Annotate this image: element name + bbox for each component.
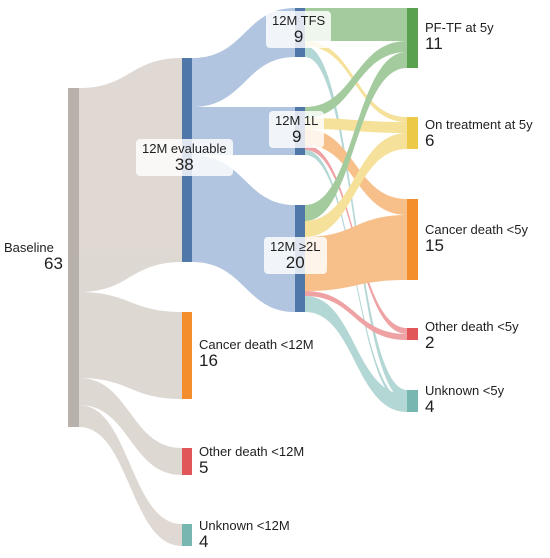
node-label-pftf-5y: PF-TF at 5y 11	[425, 21, 494, 52]
node-bar-on-treatment-5y	[407, 117, 418, 149]
node-value: 2	[425, 332, 435, 352]
node-name: Other death <12M	[199, 444, 305, 459]
link-1l-on-treatment	[305, 118, 407, 133]
node-label-on-treatment-5y: On treatment at 5y 6	[425, 118, 533, 149]
node-value: 63	[44, 253, 63, 273]
node-label-cancer-death-12m: Cancer death <12M 16	[199, 338, 314, 369]
node-value: 4	[199, 531, 209, 551]
node-name: 12M evaluable	[142, 141, 227, 156]
node-name: 12M ≥2L	[270, 239, 321, 254]
baseline-links	[79, 58, 182, 546]
node-value: 9	[291, 126, 302, 146]
node-label-tfs: 12M TFS 9	[266, 11, 332, 49]
link-evaluable-2l	[192, 155, 295, 312]
node-bar-other-death-12m	[182, 448, 192, 475]
node-name: Cancer death <12M	[199, 337, 314, 352]
node-bar-unknown-12m	[182, 524, 192, 546]
link-2l-other-death	[305, 291, 407, 340]
link-1l-cancer-death	[305, 129, 407, 215]
node-bar-pftf-5y	[407, 8, 418, 68]
node-bar-unknown-5y	[407, 390, 418, 412]
node-name: Other death <5y	[425, 319, 519, 334]
node-bar-cancer-death-12m	[182, 312, 192, 399]
node-value: 6	[425, 130, 435, 150]
node-label-other-death-5y: Other death <5y 2	[425, 320, 519, 351]
node-value: 16	[199, 350, 218, 370]
node-value: 15	[425, 235, 444, 255]
node-bar-other-death-5y	[407, 328, 418, 340]
node-value: 38	[174, 154, 194, 174]
link-2l-cancer-death	[305, 215, 407, 291]
node-value: 4	[425, 396, 435, 416]
node-label-baseline: Baseline 63	[4, 241, 63, 272]
node-value: 11	[425, 33, 443, 53]
node-name: On treatment at 5y	[425, 117, 533, 132]
node-name: Unknown <12M	[199, 518, 290, 533]
link-tfs-unknown	[305, 46, 407, 401]
link-2l-unknown	[305, 296, 407, 412]
node-bar-cancer-death-5y	[407, 199, 418, 280]
node-label-evaluable: 12M evaluable 38	[136, 139, 233, 177]
node-label-2l: 12M ≥2L 20	[264, 237, 327, 275]
node-name: PF-TF at 5y	[425, 20, 494, 35]
node-label-unknown-5y: Unknown <5y 4	[425, 384, 504, 415]
node-name: Baseline	[4, 240, 54, 255]
node-value: 5	[199, 457, 209, 477]
node-label-other-death-12m: Other death <12M 5	[199, 445, 304, 476]
link-baseline-cancer-death-12m	[79, 292, 182, 399]
node-name: Unknown <5y	[425, 383, 505, 398]
link-baseline-unknown-12m	[79, 405, 182, 546]
node-value: 9	[293, 26, 304, 46]
outcome-links	[305, 8, 407, 412]
node-label-unknown-12m: Unknown <12M 4	[199, 519, 290, 550]
link-2l-pftf	[305, 52, 407, 221]
node-value: 20	[285, 252, 305, 272]
link-2l-on-treatment	[305, 133, 407, 237]
link-baseline-evaluable	[79, 58, 182, 292]
link-1l-pftf	[305, 41, 407, 118]
node-label-cancer-death-5y: Cancer death <5y 15	[425, 223, 528, 254]
node-bar-baseline	[68, 88, 79, 427]
link-baseline-other-death-12m	[79, 378, 182, 475]
node-name: 12M TFS	[272, 13, 326, 28]
node-label-1l: 12M 1L 9	[269, 111, 325, 149]
node-name: Cancer death <5y	[425, 222, 528, 237]
node-name: 12M 1L	[275, 113, 319, 128]
